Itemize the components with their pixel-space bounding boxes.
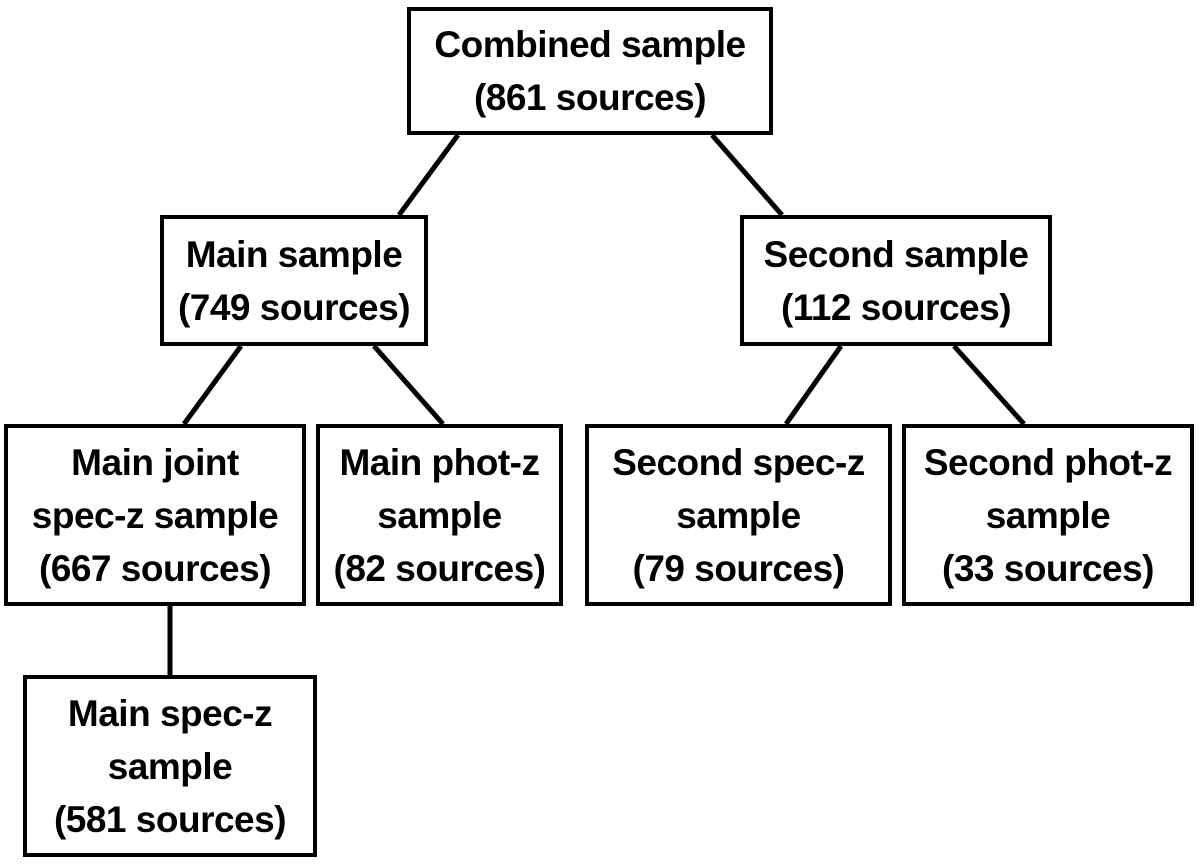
node-count: (861 sources) — [473, 77, 707, 118]
combined-sample-node: Combined sample (861 sources) — [407, 7, 773, 135]
node-title-line1: Second phot-z — [923, 441, 1173, 483]
edge-main-to-main-phot-z — [372, 344, 445, 426]
node-title-line1: Main joint — [71, 441, 239, 483]
node-title-line2: spec-z sample — [31, 494, 279, 536]
main-spec-z-sample-node: Main spec-z sample (581 sources) — [23, 675, 317, 857]
edge-second-to-second-spec-z — [783, 344, 844, 426]
node-title: Second sample — [763, 233, 1029, 275]
node-title: Combined sample — [434, 24, 746, 65]
node-count: (581 sources) — [53, 798, 287, 840]
edge-combined-to-main — [396, 133, 461, 217]
node-title-line1: Main phot-z — [339, 441, 540, 483]
node-count: (112 sources) — [780, 286, 1012, 328]
node-title: Main sample — [185, 233, 403, 275]
edge-second-to-second-phot-z — [952, 344, 1026, 426]
edge-main-to-main-joint-spec-z — [181, 344, 244, 426]
node-count: (667 sources) — [38, 547, 272, 589]
main-sample-node: Main sample (749 sources) — [160, 215, 428, 346]
edge-combined-to-second — [710, 133, 784, 217]
node-count: (82 sources) — [333, 547, 547, 589]
node-count: (33 sources) — [942, 547, 1155, 589]
second-sample-node: Second sample (112 sources) — [740, 215, 1052, 346]
node-count: (79 sources) — [632, 547, 846, 589]
second-phot-z-sample-node: Second phot-z sample (33 sources) — [902, 424, 1194, 606]
node-title-line2: sample — [107, 745, 233, 787]
node-title-line2: sample — [676, 494, 801, 536]
node-title-line2: sample — [985, 494, 1111, 536]
node-title-line1: Main spec-z — [67, 692, 273, 734]
second-spec-z-sample-node: Second spec-z sample (79 sources) — [585, 424, 892, 606]
main-joint-spec-z-sample-node: Main joint spec-z sample (667 sources) — [4, 424, 306, 606]
node-count: (749 sources) — [177, 286, 411, 328]
node-title-line1: Second spec-z — [612, 441, 865, 483]
main-phot-z-sample-node: Main phot-z sample (82 sources) — [316, 424, 563, 606]
node-title-line2: sample — [377, 494, 502, 536]
